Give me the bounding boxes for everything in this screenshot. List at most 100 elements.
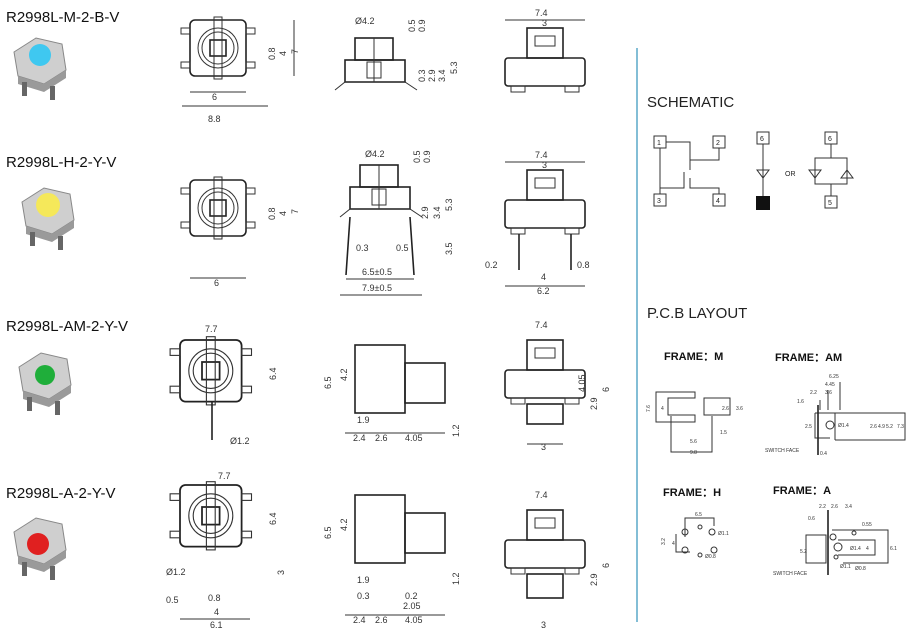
side-view-drawing: 6.5 4.2 1.9 2.4 2.6 4.05 1.2	[323, 344, 461, 443]
dimension-label: 2.6	[870, 424, 877, 430]
led-lens	[27, 533, 49, 555]
dimension-label: 2.6	[722, 406, 729, 412]
side-view-drawing: Ø4.2 0.5 0.9 0.3 2.9 3.4 5.3	[334, 16, 459, 91]
dimension-label: 5.3	[449, 61, 459, 74]
dimension-label: 4.05	[405, 433, 423, 443]
dimension-label: 3	[657, 198, 661, 205]
product-title: R2998L-AM-2-Y-V	[6, 318, 128, 335]
dimension-label: 0.5	[396, 243, 409, 253]
front-view-drawing: 7.4 2.9 6 3	[504, 490, 611, 630]
dimension-label: 6.4	[268, 512, 278, 525]
dimension-label: 4.2	[339, 368, 349, 381]
dimension-label: 6	[214, 278, 219, 288]
top-view-drawing: 7.7 6.4 Ø1.2 3 0.5 0.8 4 6.1	[166, 471, 286, 630]
dimension-label: 1.9	[357, 415, 370, 425]
dimension-label: 2.6	[375, 433, 388, 443]
dimension-label: FRAME：AM	[775, 352, 842, 364]
dimension-label: 2.4	[353, 615, 366, 625]
dimension-label: FRAME：H	[663, 487, 721, 499]
dimension-label: 4	[278, 51, 288, 56]
frame-h: FRAME：H 6.5 Ø1.1 3.2 4 Ø0.8	[661, 487, 729, 560]
dimension-label: 3.5	[444, 242, 454, 255]
product-row-am: R2998L-AM-2-Y-V 7.7 6.4 Ø1.2 6.5 4.2 1.9…	[6, 318, 611, 452]
dimension-label: 0.4	[820, 451, 827, 457]
product-photo	[13, 37, 67, 101]
product-row-h: R2998L-H-2-Y-V 6 0.8 4 7 Ø4.2 0.5 0.9 2.…	[6, 149, 590, 296]
dimension-label: 0.55	[862, 522, 872, 528]
dimension-label: 8.8	[208, 114, 221, 124]
switch-face-label: SWITCH FACE	[765, 448, 800, 454]
pcb-heading: P.C.B LAYOUT	[647, 305, 747, 322]
dimension-label: 6.5	[323, 376, 333, 389]
dimension-label: 3	[541, 442, 546, 452]
dimension-label: 4	[214, 607, 219, 617]
led-terminal	[756, 196, 770, 210]
dimension-label: 0.2	[485, 260, 498, 270]
dimension-label: 0.9	[417, 19, 427, 32]
dimension-label: Ø1.4	[850, 546, 861, 552]
product-row-m: R2998L-M-2-B-V 6 8.8 0.8 4 7 Ø4.2 0.5 0.…	[6, 8, 586, 124]
led-symbol	[756, 144, 770, 196]
dimension-label: Ø1.1	[718, 531, 729, 537]
dimension-label: 7.7	[205, 324, 218, 334]
dimension-label: 3.6	[736, 406, 743, 412]
dimension-label: 7.6	[646, 405, 652, 412]
dimension-label: 3.6	[825, 390, 832, 396]
dimension-label: FRAME：A	[773, 485, 831, 497]
dimension-label: 3.4	[432, 206, 442, 219]
product-photo	[21, 187, 75, 251]
dimension-label: 7.4	[535, 490, 548, 500]
dimension-label: 2	[716, 140, 720, 147]
dimension-label: 7.4	[535, 320, 548, 330]
product-row-a: R2998L-A-2-Y-V 7.7 6.4 Ø1.2 3 0.5 0.8 4 …	[6, 471, 611, 630]
dimension-label: 2.9	[589, 397, 599, 410]
side-view-drawing: 6.5 4.2 1.9 0.3 0.2 2.05 2.4 2.6 4.05 1.…	[323, 494, 461, 625]
schematic-heading: SCHEMATIC	[647, 94, 734, 111]
dimension-label: 4.05	[405, 615, 423, 625]
dimension-label: 5.2	[886, 424, 893, 430]
dimension-label: 4.45	[825, 382, 835, 388]
switch-symbol	[659, 141, 720, 194]
or-label: OR	[785, 171, 796, 178]
frame-m: FRAME：M 7.6 4 2.6 3.6 1.5 5.6 9.8	[646, 351, 743, 456]
dimension-label: 0.3	[417, 69, 427, 82]
product-title: R2998L-A-2-Y-V	[6, 485, 116, 502]
dimension-label: 3.4	[845, 504, 852, 510]
dimension-label: 4	[278, 211, 288, 216]
dimension-label: 7.4	[535, 150, 548, 160]
dimension-label: 4	[541, 272, 546, 282]
dimension-label: 2.9	[589, 573, 599, 586]
dimension-label: 3	[276, 570, 286, 575]
led-lens	[29, 44, 51, 66]
dimension-label: 2.05	[403, 601, 421, 611]
dimension-label: 5	[828, 200, 832, 207]
product-title: R2998L-M-2-B-V	[6, 9, 119, 26]
dimension-label: 2.2	[810, 390, 817, 396]
front-view-drawing: 7.4 3 0.2 4 0.8 6.2	[485, 150, 590, 296]
dimension-label: 2.4	[353, 433, 366, 443]
dimension-label: 0.2	[405, 591, 418, 601]
dimension-label: 6	[601, 387, 611, 392]
dimension-label: 0.8	[577, 260, 590, 270]
dimension-label: 6.25	[829, 374, 839, 380]
bicolor-led-symbol	[808, 144, 854, 196]
dimension-label: 0.3	[356, 243, 369, 253]
dimension-label: 2.9	[420, 206, 430, 219]
dimension-label: 6.5	[695, 512, 702, 518]
frame-a: FRAME：A 2.2 2.6 3.4 0.6 0.55 5.2 Ø1.4 4 …	[773, 485, 897, 577]
dimension-label: 1.6	[797, 399, 804, 405]
dimension-label: Ø0.8	[705, 554, 716, 560]
dimension-label: 7.7	[218, 471, 231, 481]
dimension-label: 3	[541, 620, 546, 630]
dimension-label: 4	[672, 541, 675, 547]
dimension-label: 0.5	[166, 595, 179, 605]
dimension-label: 1.2	[451, 572, 461, 585]
dimension-label: 4	[716, 198, 720, 205]
dimension-label: 6.1	[890, 546, 897, 552]
dimension-label: 1.9	[357, 575, 370, 585]
dimension-label: 0.8	[267, 207, 277, 220]
switch-face-label: SWITCH FACE	[773, 571, 808, 577]
frame-am: FRAME：AM 6.25 4.45 2.2 3.6 1.6 2.5 Ø1.4 …	[765, 352, 906, 457]
dimension-label: 2.9	[427, 69, 437, 82]
